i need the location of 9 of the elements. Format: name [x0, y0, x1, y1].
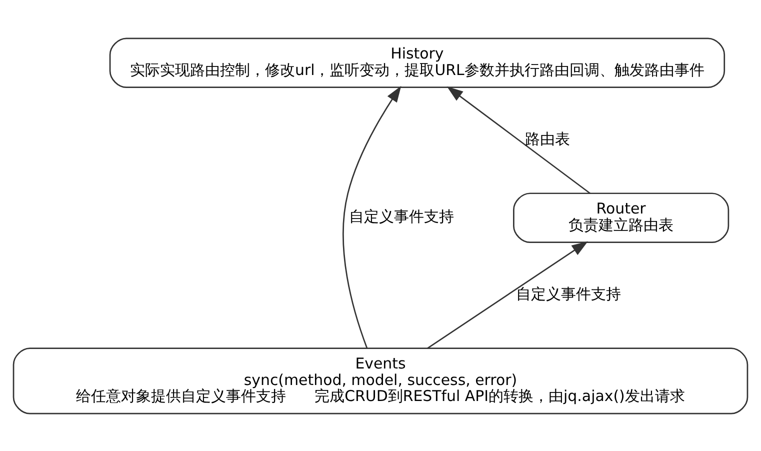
node-box: Events sync(method, model, success, error) 给任意对象提供自定义事件支持 完成CRUD到RESTful API的转换，由jq.ajax()发出请求: [12, 347, 748, 414]
arrow: [427, 240, 588, 348]
node-box: History 实际实现路由控制，修改url，监听变动，提取URL参数并执行路由回调、触发路由事件: [109, 37, 726, 88]
arrow: [342, 85, 402, 348]
edge-label: 自定义事件支持: [349, 207, 454, 226]
node-box: Router 负责建立路由表: [513, 192, 730, 242]
edge-label: 路由表: [525, 130, 570, 148]
edge-label: 自定义事件支持: [516, 284, 622, 303]
arrow: [446, 86, 591, 194]
